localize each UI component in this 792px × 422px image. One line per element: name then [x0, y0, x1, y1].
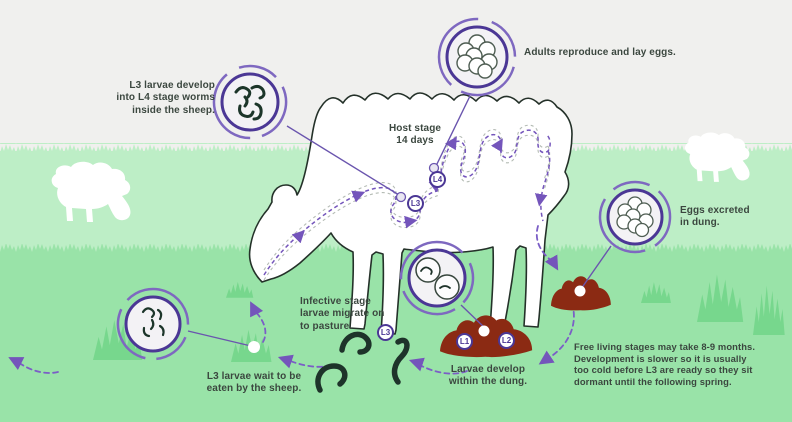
- gut-route-dashed: [263, 129, 551, 276]
- cycle-arrowheads: [8, 254, 559, 372]
- stage-badge-gut-l3: L3: [407, 195, 424, 212]
- gut-route-arrowheads: [291, 136, 548, 244]
- connector-lines: [187, 95, 612, 347]
- l3-worms-icon: [141, 307, 165, 338]
- pasture-worms: [315, 331, 410, 393]
- label-l3-develop: L3 larvae develop into L4 stage worms in…: [116, 80, 215, 116]
- stage-badge-pasture-l3: L3: [377, 324, 394, 341]
- label-free-living: Free living stages may take 8-9 months. …: [574, 341, 756, 387]
- egg-cluster-icon: [456, 34, 498, 79]
- stage-badge-dung-l2: L2: [498, 332, 515, 349]
- magnifier-larvae: [399, 240, 475, 316]
- l1-l2-larvae-icon: [415, 257, 460, 300]
- label-host-stage: Host stage 14 days: [388, 123, 442, 147]
- magnifier-l3-worms: [116, 287, 190, 361]
- label-eggs-excreted: Eggs excreted in dung.: [680, 205, 750, 229]
- magnifier-l4-worms: [212, 64, 288, 140]
- stage-badge-dung-l1: L1: [456, 333, 473, 350]
- label-l3-wait: L3 larvae wait to be eaten by the sheep.: [206, 371, 302, 395]
- label-larvae-develop: Larvae develop within the dung.: [448, 364, 528, 388]
- label-adults-reproduce: Adults reproduce and lay eggs.: [524, 47, 676, 58]
- stage-badge-gut-l4: L4: [429, 171, 446, 188]
- magnifier-eggs-top: [437, 17, 517, 97]
- label-infective-stage: Infective stage larvae migrate on to pas…: [300, 296, 385, 332]
- magnifier-eggs-right: [598, 180, 672, 254]
- egg-cluster-icon: [616, 196, 654, 238]
- l4-worms-icon: [234, 84, 266, 121]
